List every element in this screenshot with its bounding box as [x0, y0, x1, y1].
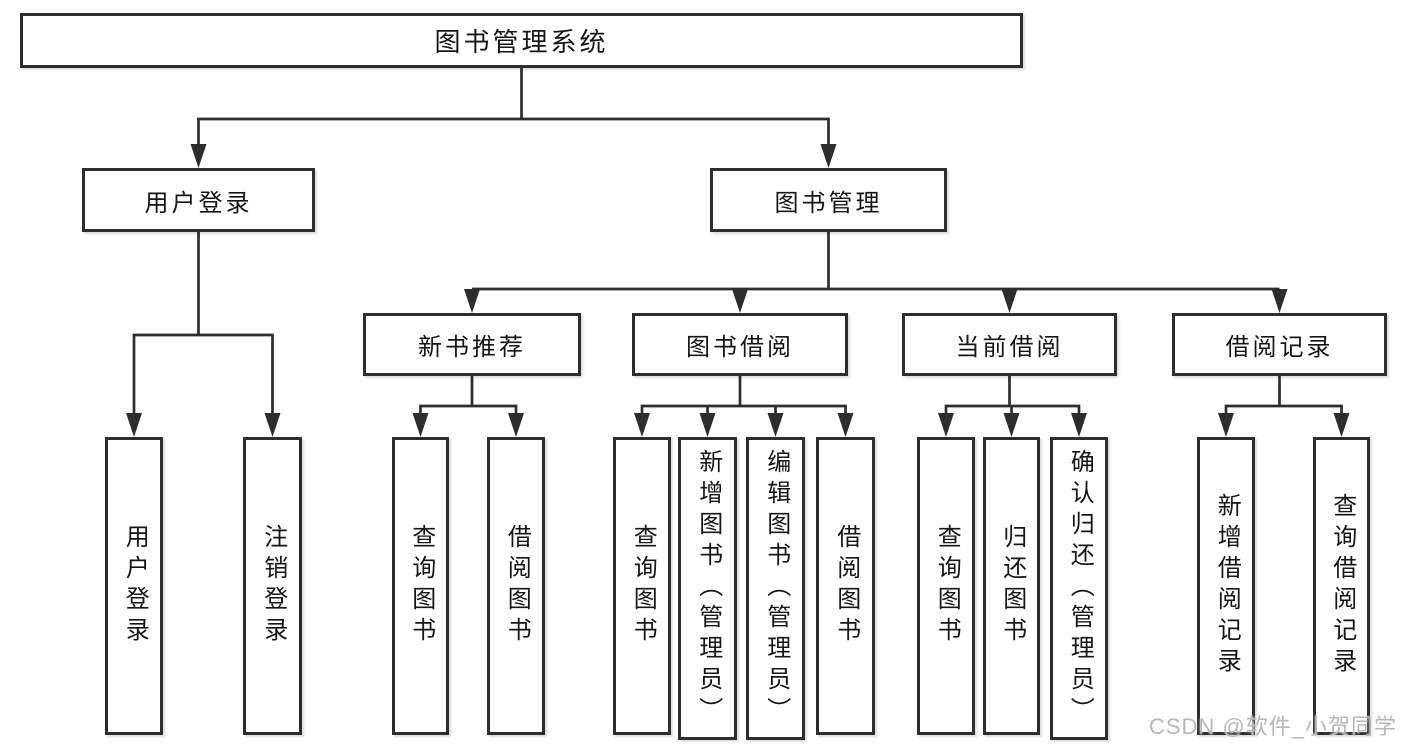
leaf-label: 借阅图书 [503, 524, 531, 648]
node-label: 图书借阅 [686, 334, 794, 361]
node-book-borrowing: 图书借阅 [632, 313, 848, 376]
leaf-label: 确认归还（管理员） [1066, 449, 1094, 728]
node-label: 新书推荐 [418, 334, 526, 361]
leaf-label: 查询图书 [629, 524, 657, 648]
leaf-label: 编辑图书（管理员） [762, 449, 790, 728]
leaf-add-borrow-record: 新增借阅记录 [1197, 437, 1255, 735]
leaf-label: 查询图书 [933, 524, 961, 648]
leaf-label: 借阅图书 [832, 524, 860, 648]
connector-records-to-leaves [1224, 376, 1343, 413]
node-label: 图书管理 [774, 189, 883, 217]
node-borrowing-records: 借阅记录 [1172, 313, 1387, 376]
leaf-confirm-return-admin: 确认归还（管理员） [1050, 437, 1108, 740]
leaf-label: 查询图书 [407, 524, 435, 648]
leaf-label: 查询借阅记录 [1328, 493, 1356, 679]
node-library-management-system: 图书管理系统 [20, 13, 1023, 68]
leaf-label: 注销登录 [259, 524, 287, 648]
connector-root-to-level2 [197, 68, 830, 146]
node-label: 当前借阅 [955, 334, 1064, 361]
leaf-label: 新增借阅记录 [1213, 493, 1241, 679]
node-label: 图书管理系统 [434, 27, 609, 57]
leaf-borrow-books-recommend: 借阅图书 [487, 437, 545, 735]
connector-borrowing-to-leaves [640, 376, 847, 413]
node-label: 用户登录 [144, 189, 253, 217]
leaf-borrow-books-borrowing: 借阅图书 [816, 437, 875, 735]
leaf-label: 新增图书（管理员） [694, 449, 722, 728]
leaf-add-books-admin: 新增图书（管理员） [678, 437, 737, 740]
leaf-return-books: 归还图书 [983, 437, 1040, 735]
leaf-query-books-borrowing: 查询图书 [613, 437, 671, 735]
leaf-label: 归还图书 [998, 524, 1026, 648]
leaf-query-borrow-record: 查询借阅记录 [1313, 437, 1370, 735]
node-user-login: 用户登录 [82, 168, 315, 232]
watermark: CSDN @软件_小贺同学 [1148, 714, 1397, 739]
node-current-borrowing: 当前借阅 [902, 313, 1117, 376]
connector-user-login-to-leaves [132, 232, 274, 413]
connector-book-management-to-level3 [470, 232, 1281, 292]
leaf-edit-books-admin: 编辑图书（管理员） [746, 437, 805, 740]
arrowheads [126, 144, 1350, 437]
leaf-label: 用户登录 [121, 524, 149, 648]
connector-recommendation-to-leaves [419, 376, 518, 413]
node-label: 借阅记录 [1225, 334, 1334, 361]
connector-current-to-leaves [944, 376, 1081, 413]
leaf-logout: 注销登录 [243, 437, 302, 735]
leaf-query-books-recommend: 查询图书 [392, 437, 449, 735]
leaf-user-login: 用户登录 [105, 437, 163, 735]
node-book-management: 图书管理 [710, 168, 947, 232]
leaf-query-books-current: 查询图书 [917, 437, 975, 735]
node-new-book-recommendation: 新书推荐 [363, 313, 581, 376]
